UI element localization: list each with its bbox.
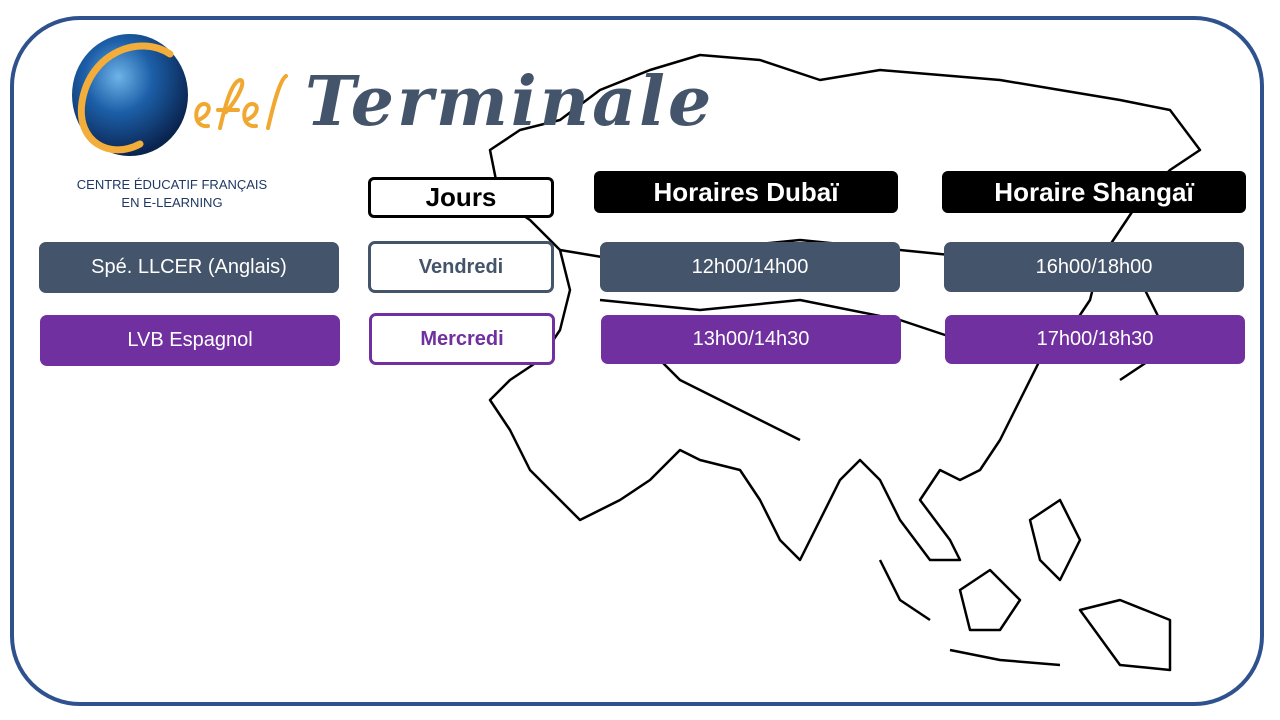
subject-llcer: Spé. LLCER (Anglais)	[39, 242, 339, 293]
dubai-time-llcer: 12h00/14h00	[600, 242, 900, 292]
day-vendredi: Vendredi	[368, 241, 554, 293]
day-mercredi: Mercredi	[369, 313, 555, 365]
logo-efel-mark	[194, 74, 288, 130]
shanghai-time-espagnol: 17h00/18h30	[945, 315, 1245, 364]
dubai-time-espagnol: 13h00/14h30	[601, 315, 901, 364]
cefel-logo-graphic	[72, 34, 288, 156]
logo-tagline: CENTRE ÉDUCATIF FRANÇAIS EN E-LEARNING	[76, 177, 268, 210]
logo-letter-c-mark	[77, 42, 174, 154]
header-dubai: Horaires Dubaï	[594, 171, 898, 213]
subject-espagnol: LVB Espagnol	[40, 315, 340, 366]
slide-frame	[10, 16, 1264, 706]
header-days: Jours	[368, 177, 554, 218]
shanghai-time-llcer: 16h00/18h00	[944, 242, 1244, 292]
header-shanghai: Horaire Shangaï	[942, 171, 1246, 213]
cefel-logo	[70, 32, 290, 162]
page-title: Terminale	[305, 62, 715, 142]
